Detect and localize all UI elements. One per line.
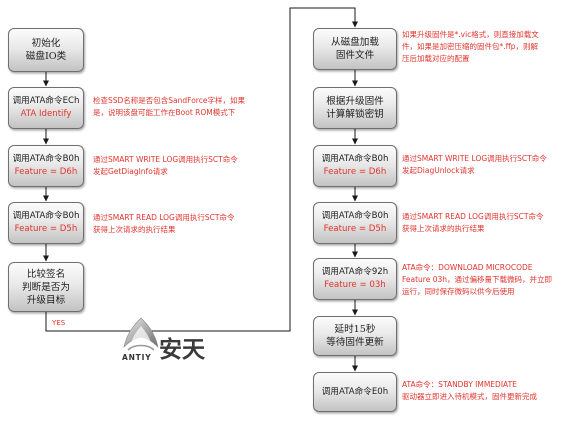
step-command: 调用ATA命令B0h bbox=[321, 154, 389, 164]
step-command: 调用ATA命令B0h bbox=[321, 211, 389, 221]
step-param: Feature = D5h bbox=[14, 224, 78, 234]
logo-brand-cn: 安天 bbox=[159, 337, 205, 363]
note-standby-immediate: ATA命令：STANDBY IMMEDIATE 驱动器立即进入待机模式，固件更新… bbox=[402, 379, 537, 403]
step-text: 延时15秒 bbox=[334, 324, 376, 335]
step-standby-immediate: 调用ATA命令E0h bbox=[313, 372, 397, 412]
step-text: 从磁盘加载 bbox=[331, 37, 379, 48]
step-wait-firmware-update: 延时15秒 等待固件更新 bbox=[313, 316, 397, 356]
note-line: ATA命令：STANDBY IMMEDIATE bbox=[402, 380, 517, 389]
note-line: 获得上次请求的执行结果 bbox=[93, 225, 176, 234]
step-param: Feature = D6h bbox=[14, 167, 78, 177]
note-line: 检查SSD名称是否包含SandForce字样，如果 bbox=[93, 96, 245, 105]
connector-yes-to-load-firmware bbox=[45, 7, 358, 332]
note-line: 通过SMART WRITE LOG调用执行SCT命令 bbox=[402, 154, 547, 163]
note-line: Feature 03h，通过偏移量下载微码，并立即 bbox=[402, 275, 553, 284]
note-line: 通过SMART READ LOG调用执行SCT命令 bbox=[93, 213, 235, 222]
step-ata-identify: 调用ATA命令ECh ATA Identify bbox=[8, 87, 84, 129]
note-line: 驱动器立即进入待机模式，固件更新完成 bbox=[402, 392, 537, 401]
note-line: 发起DiagUnlock请求 bbox=[402, 166, 475, 175]
step-load-firmware: 从磁盘加载 固件文件 bbox=[313, 28, 397, 70]
step-text: 初始化 bbox=[31, 38, 61, 49]
note-line: 获得上次请求的执行结果 bbox=[402, 224, 485, 233]
step-param: Feature = D6h bbox=[323, 167, 387, 177]
step-compute-unlock-key: 根据升级固件 计算解锁密钥 bbox=[313, 87, 397, 129]
note-line: 通过SMART WRITE LOG调用执行SCT命令 bbox=[93, 155, 238, 164]
note-load-firmware: 如果升级固件是*.vic格式，则直接加载文 件，如果是加密压缩的固件包*.ffp… bbox=[402, 29, 539, 65]
note-identify: 检查SSD名称是否包含SandForce字样，如果 是，说明该盘可能工作在Boo… bbox=[93, 95, 245, 119]
note-get-diag-info: 通过SMART WRITE LOG调用执行SCT命令 发起GetDiagInfo… bbox=[93, 154, 238, 178]
step-command: 调用ATA命令B0h bbox=[12, 211, 80, 221]
step-param: Feature = D5h bbox=[323, 224, 387, 234]
step-read-diag-result: 调用ATA命令B0h Feature = D5h bbox=[8, 202, 84, 244]
note-line: 是，说明该盘可能工作在Boot ROM模式下 bbox=[93, 108, 236, 117]
note-line: 如果升级固件是*.vic格式，则直接加载文 bbox=[402, 30, 539, 39]
step-download-microcode: 调用ATA命令92h Feature = 03h bbox=[313, 258, 397, 300]
note-line: ATA命令：DOWNLOAD MICROCODE bbox=[402, 263, 533, 272]
step-text: 磁盘IO类 bbox=[25, 51, 67, 62]
step-text: 计算解锁密钥 bbox=[326, 109, 384, 120]
step-init-disk-io: 初始化 磁盘IO类 bbox=[8, 28, 84, 72]
note-read-diag-result: 通过SMART READ LOG调用执行SCT命令 获得上次请求的执行结果 bbox=[93, 212, 234, 236]
step-text: 等待固件更新 bbox=[326, 337, 384, 348]
step-command: 调用ATA命令ECh bbox=[12, 96, 80, 106]
step-command: 调用ATA命令B0h bbox=[12, 154, 80, 164]
branch-yes-label: YES bbox=[52, 319, 66, 327]
step-text: 判断是否为 bbox=[22, 281, 70, 293]
step-read-unlock-result: 调用ATA命令B0h Feature = D5h bbox=[313, 202, 397, 244]
step-text: 升级目标 bbox=[26, 294, 66, 306]
note-line: 发起GetDiagInfo请求 bbox=[93, 167, 168, 176]
note-line: 件，如果是加密压缩的固件包*.ffp，则解 bbox=[402, 42, 539, 51]
antiy-logo-icon bbox=[123, 317, 159, 351]
note-line: 运行，同时保存微码以供今后使用 bbox=[402, 287, 515, 296]
step-text: 比较签名 bbox=[26, 268, 66, 280]
note-download-microcode: ATA命令：DOWNLOAD MICROCODE Feature 03h，通过偏… bbox=[402, 262, 552, 298]
step-param: ATA Identify bbox=[20, 109, 72, 119]
step-text: 根据升级固件 bbox=[326, 96, 384, 107]
step-command: 调用ATA命令E0h bbox=[321, 386, 389, 397]
step-param: Feature = 03h bbox=[324, 280, 386, 290]
note-diag-unlock: 通过SMART WRITE LOG调用执行SCT命令 发起DiagUnlock请… bbox=[402, 153, 547, 177]
step-command: 调用ATA命令92h bbox=[321, 267, 389, 277]
note-read-unlock-result: 通过SMART READ LOG调用执行SCT命令 获得上次请求的执行结果 bbox=[402, 211, 543, 235]
step-compare-signature: 比较签名 判断是否为 升级目标 bbox=[8, 262, 84, 312]
note-line: 通过SMART READ LOG调用执行SCT命令 bbox=[402, 212, 544, 221]
step-get-diag-info: 调用ATA命令B0h Feature = D6h bbox=[8, 145, 84, 187]
antiy-logo: ANTIY 安天 bbox=[120, 316, 212, 368]
note-line: 压后加载对应的配置 bbox=[402, 54, 470, 63]
logo-brand-latin: ANTIY bbox=[122, 353, 152, 362]
step-diag-unlock: 调用ATA命令B0h Feature = D6h bbox=[313, 145, 397, 187]
step-text: 固件文件 bbox=[335, 50, 375, 61]
